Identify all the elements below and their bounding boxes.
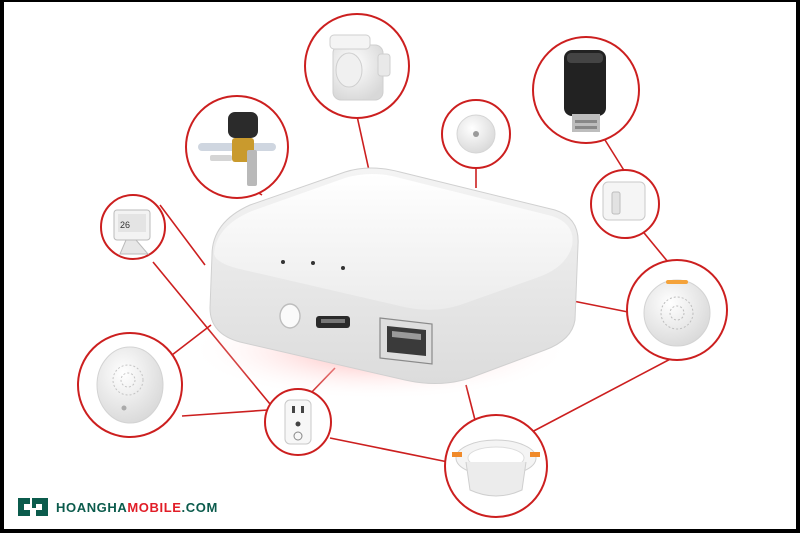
led-indicator-icon (311, 261, 315, 265)
connector-fingerbot-smoke (639, 227, 669, 263)
motion-sensor-icon (304, 13, 410, 119)
zigbee-gateway-hub-icon (209, 167, 579, 385)
product-illustration: 26 (4, 2, 796, 529)
brand-name-part2: MOBILE (127, 499, 182, 515)
water-valve-controller-icon (185, 95, 289, 199)
button-switch-icon (441, 99, 511, 169)
smoke-detector-icon (626, 259, 728, 361)
connector-siren-plug (181, 409, 269, 417)
svg-text:26: 26 (120, 220, 130, 230)
radiator-thermostat-icon (532, 36, 640, 144)
siren-alarm-icon (77, 332, 183, 438)
hoangha-mobile-logo: HOANGHAMOBILE.COM (16, 494, 218, 520)
brand-name-part3: .COM (181, 499, 218, 515)
led-indicator-icon (281, 260, 285, 264)
connector-plug-downlight (329, 437, 449, 463)
hoangha-logo-mark-icon (18, 498, 48, 516)
reset-button-icon (279, 303, 301, 329)
smart-plug-icon (264, 388, 332, 456)
led-indicator-icon (341, 266, 345, 270)
connector-temp-sensor (159, 204, 206, 266)
connector-siren (171, 324, 212, 356)
connector-motion-sensor (356, 115, 371, 176)
hub-device-diagram: 26 (77, 13, 728, 518)
connector-thermostat-fingerbot (604, 139, 626, 173)
brand-name: HOANGHAMOBILE.COM (56, 500, 218, 515)
connector-smoke-detector (567, 299, 629, 313)
connector-smoke-downlight (527, 354, 679, 435)
fingerbot-switch-icon (590, 169, 660, 239)
downlight-icon (444, 414, 548, 518)
temperature-humidity-sensor-icon: 26 (100, 194, 166, 260)
brand-name-part1: HOANGHA (56, 499, 128, 515)
